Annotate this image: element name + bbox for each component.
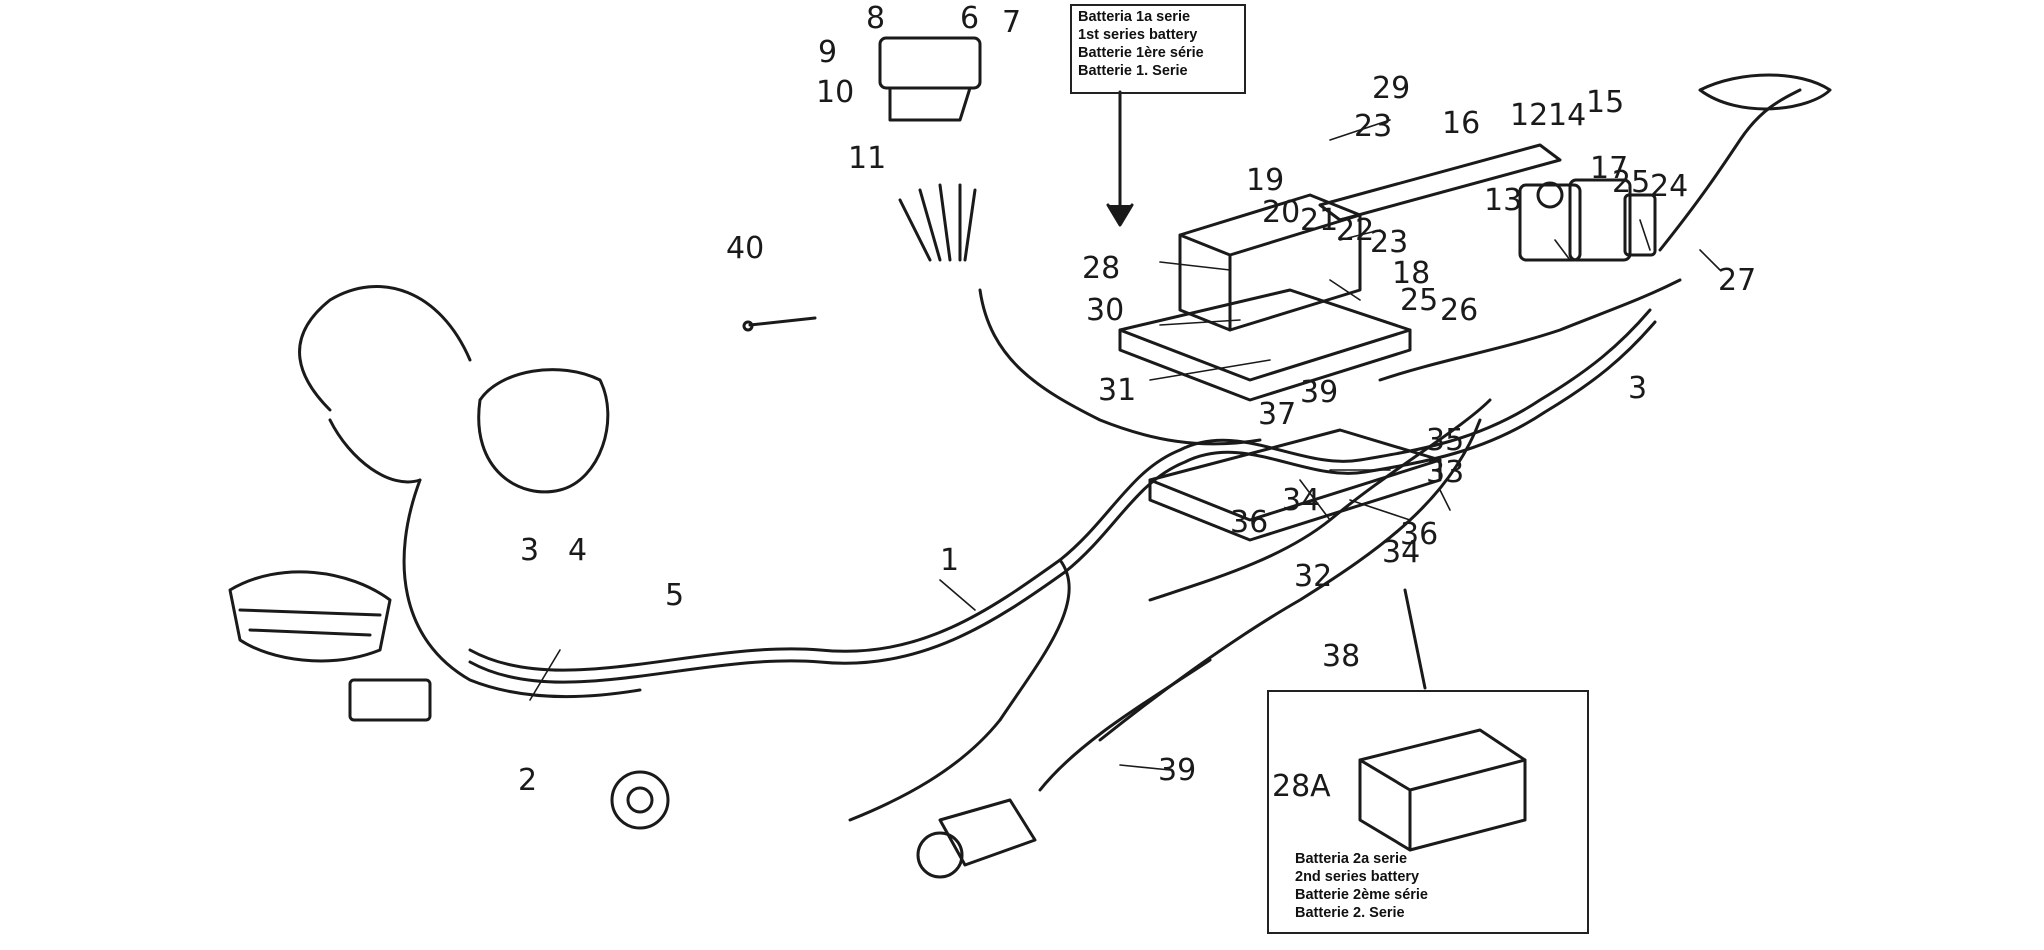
battery-2nd-series (1358, 728, 1527, 852)
note-line-english: 1st series battery (1078, 27, 1198, 43)
label-14: 14 (1548, 98, 1586, 133)
label-15: 15 (1586, 85, 1624, 120)
label-3a: 3 (520, 533, 539, 568)
label-8: 8 (866, 1, 885, 36)
label-12: 12 (1510, 98, 1548, 133)
horn (610, 770, 670, 830)
note-line-french: Batterie 1ère série (1078, 45, 1204, 61)
label-16: 16 (1442, 106, 1480, 141)
label-10: 10 (816, 75, 854, 110)
label-5: 5 (665, 578, 684, 613)
first-series-note-box (1070, 4, 1246, 94)
indicator-module (348, 678, 432, 722)
label-23b: 23 (1370, 225, 1408, 260)
label-1: 1 (940, 543, 959, 578)
second-series-note: Batteria 2a serie 2nd series battery Bat… (1295, 850, 1428, 922)
note-line-german: Batterie 2. Serie (1295, 905, 1405, 921)
label-32: 32 (1294, 559, 1332, 594)
note-line-german: Batterie 1. Serie (1078, 63, 1188, 79)
label-40: 40 (726, 231, 764, 266)
note-line-french: Batterie 2ème série (1295, 887, 1428, 903)
label-21: 21 (1300, 203, 1338, 238)
label-28a: 28A (1272, 769, 1331, 804)
label-13: 13 (1484, 183, 1522, 218)
label-36b: 36 (1400, 517, 1438, 552)
label-24: 24 (1650, 169, 1688, 204)
label-6: 6 (960, 1, 979, 36)
label-9: 9 (818, 35, 837, 70)
note-line-english: 2nd series battery (1295, 869, 1420, 885)
bolt-40 (748, 316, 817, 327)
headlight (228, 570, 392, 663)
label-4: 4 (568, 533, 587, 568)
label-2: 2 (518, 763, 537, 798)
label-25b: 25 (1400, 283, 1438, 318)
label-38: 38 (1322, 639, 1360, 674)
label-35: 35 (1426, 423, 1464, 458)
tail-light (1698, 73, 1832, 111)
label-22: 22 (1336, 213, 1374, 248)
starter-motor (938, 798, 1037, 867)
label-11: 11 (848, 141, 886, 176)
label-39b: 39 (1158, 753, 1196, 788)
label-37: 37 (1258, 397, 1296, 432)
label-26: 26 (1440, 293, 1478, 328)
label-31: 31 (1098, 373, 1136, 408)
label-19: 19 (1246, 163, 1284, 198)
label-23a: 23 (1354, 109, 1392, 144)
label-18: 18 (1392, 256, 1430, 291)
label-28: 28 (1082, 251, 1120, 286)
label-29: 29 (1372, 71, 1410, 106)
label-33: 33 (1426, 455, 1464, 490)
label-34a: 34 (1282, 483, 1320, 518)
note-line-italian: Batteria 2a serie (1295, 851, 1408, 867)
main-harness (468, 308, 1652, 672)
label-20: 20 (1262, 195, 1300, 230)
label-7: 7 (1002, 5, 1021, 40)
relay-block (1518, 183, 1582, 262)
front-harness (402, 478, 642, 699)
label-36a: 36 (1230, 505, 1268, 540)
regulator (878, 36, 982, 90)
battery-box (1178, 193, 1362, 332)
label-17: 17 (1590, 151, 1628, 186)
label-25a: 25 (1612, 165, 1650, 200)
label-34b: 34 (1382, 535, 1420, 570)
label-3b: 3 (1628, 371, 1647, 406)
label-39a: 39 (1300, 375, 1338, 410)
pointer-arrow-2 (1403, 588, 1427, 690)
first-series-note: Batteria 1a serie 1st series battery Bat… (1078, 8, 1204, 80)
label-30: 30 (1086, 293, 1124, 328)
note-line-italian: Batteria 1a serie (1078, 9, 1191, 25)
second-series-inset-box (1267, 690, 1589, 934)
engine-cover (477, 368, 610, 494)
label-27: 27 (1718, 263, 1756, 298)
